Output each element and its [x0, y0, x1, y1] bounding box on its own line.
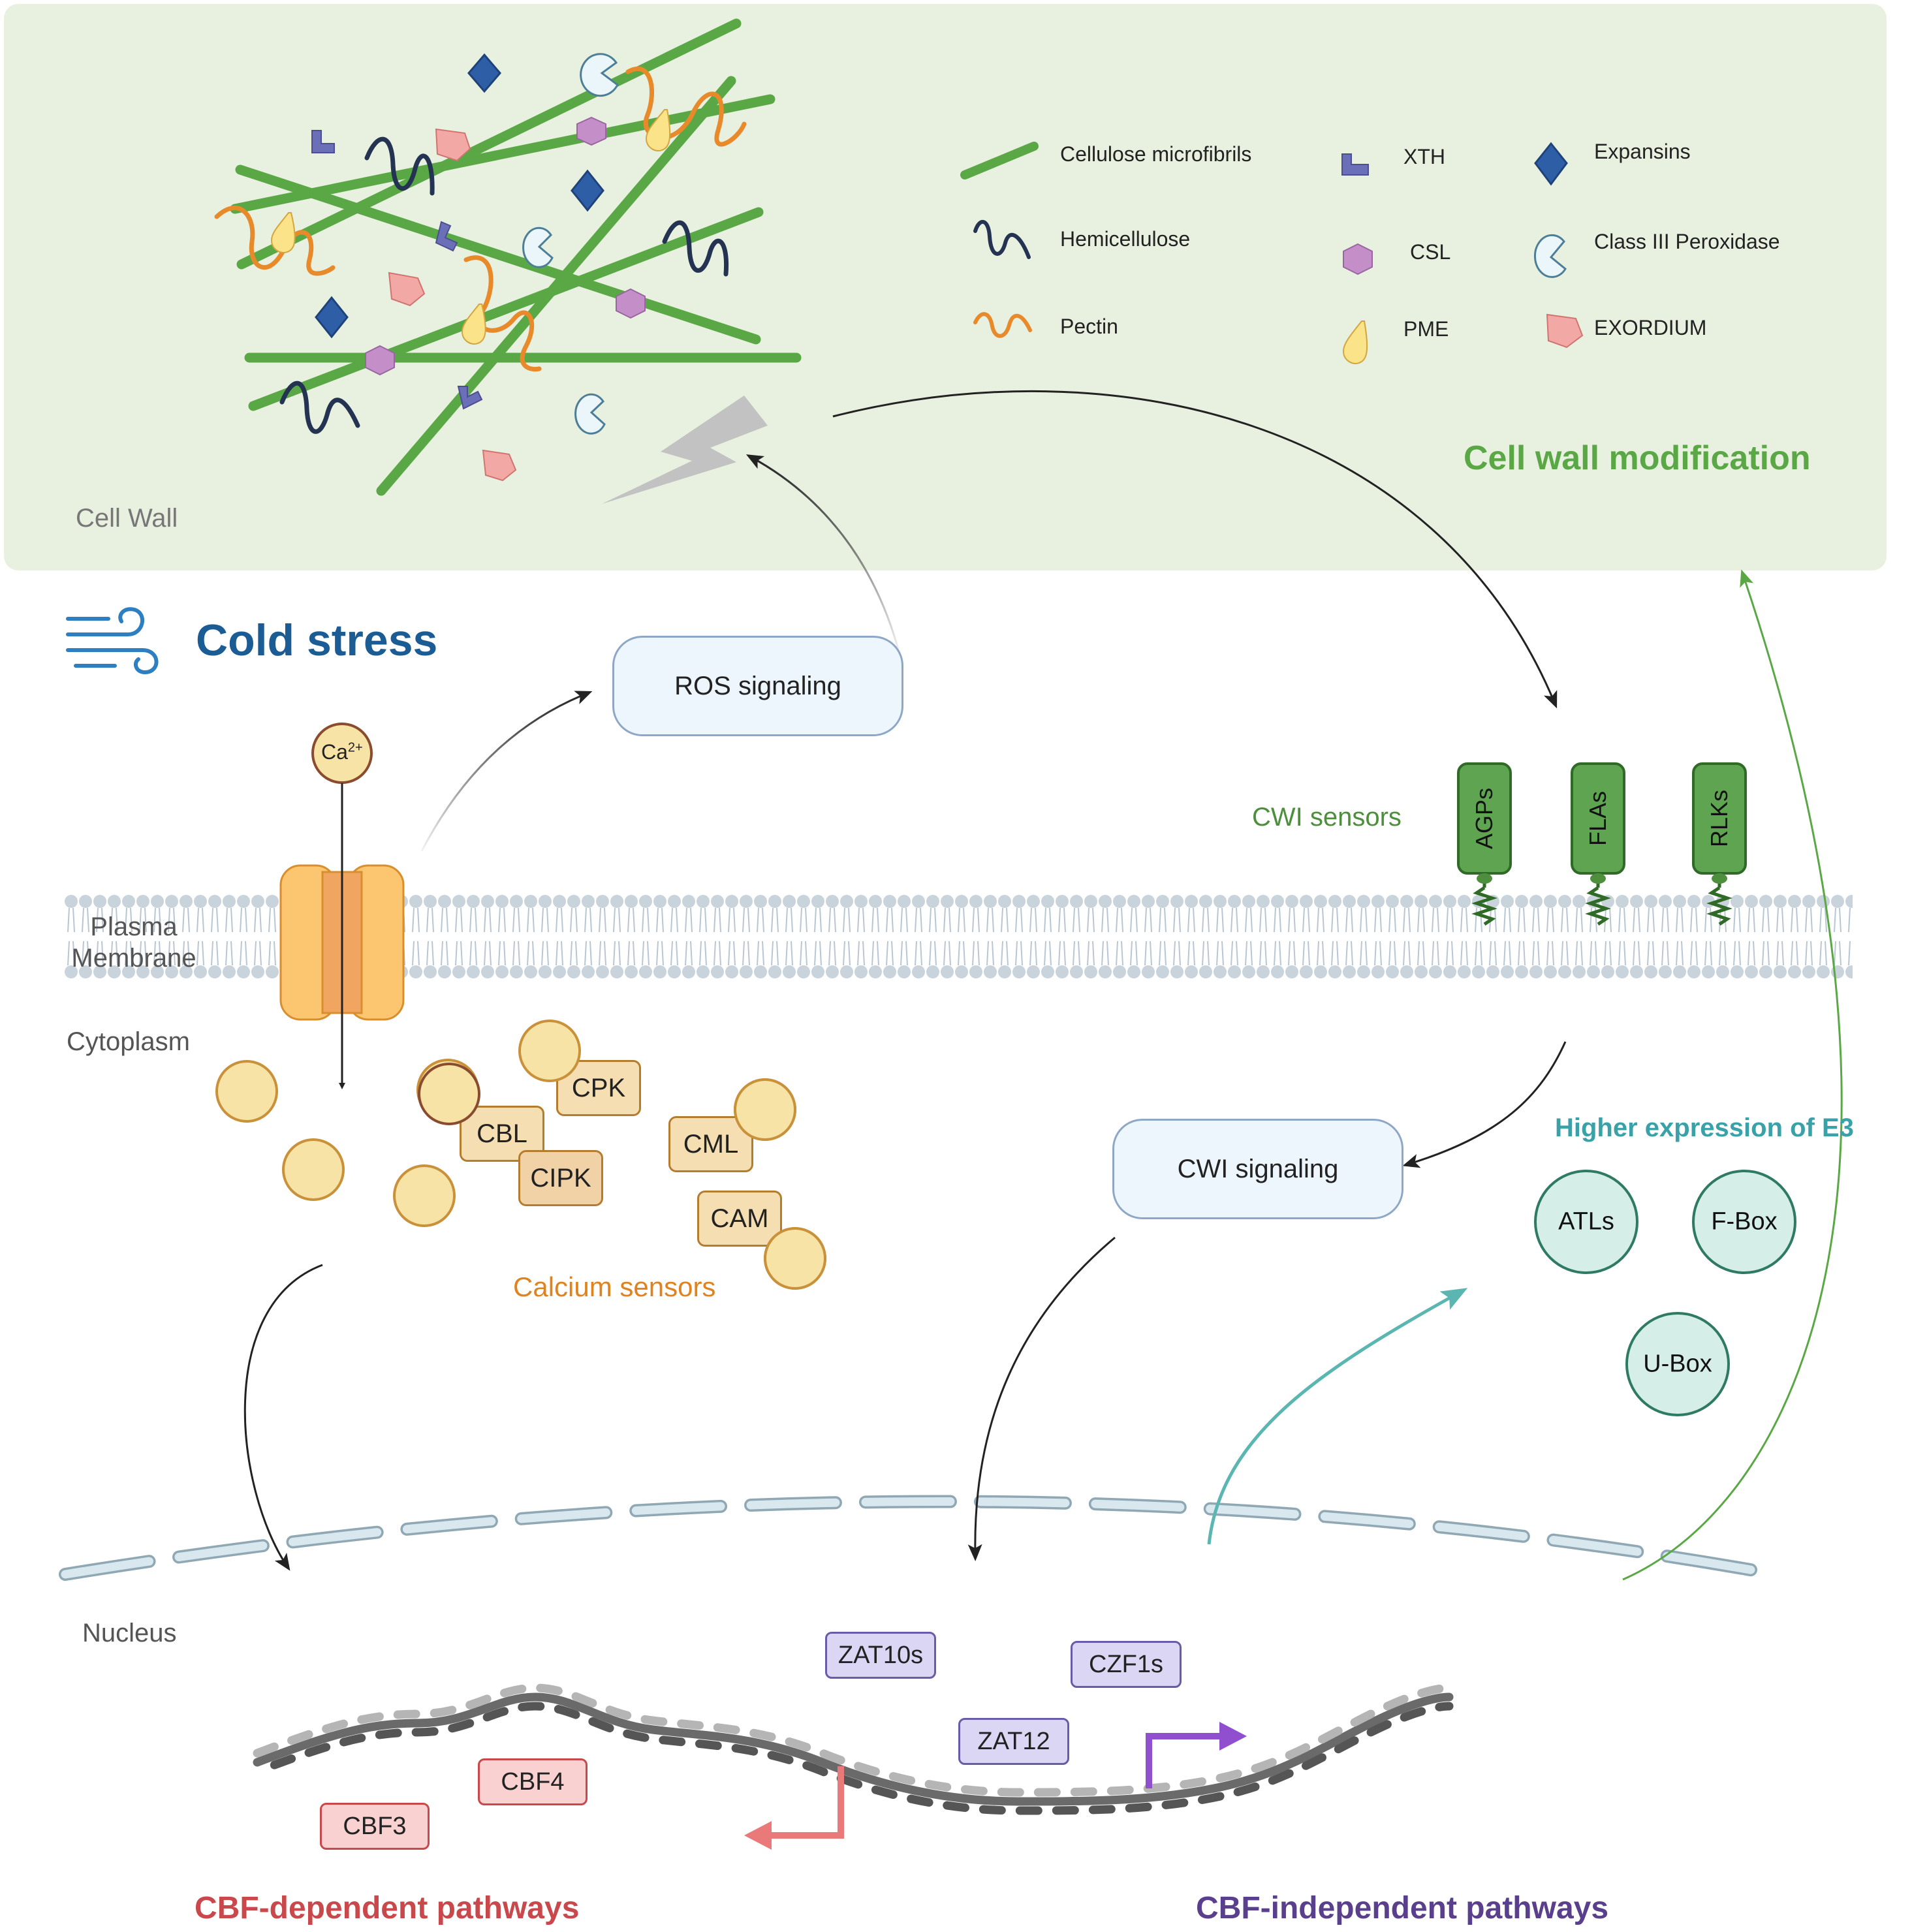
cwi-signaling-label: CWI signaling — [1177, 1154, 1339, 1183]
hemicellulose-strands — [279, 136, 729, 434]
cbf-transcription-arrowhead — [744, 1821, 772, 1850]
legend-label-hemicellulose: Hemicellulose — [1060, 227, 1191, 251]
cell-wall-region — [4, 4, 1887, 570]
xth-molecules — [311, 130, 483, 410]
cell-wall-modification-title: Cell wall modification — [1464, 439, 1811, 477]
legend-label-xth: XTH — [1403, 145, 1445, 168]
calcium-channel — [279, 864, 405, 1021]
cam-box: CAM — [697, 1191, 782, 1247]
expansin-diamond-icon — [1534, 142, 1568, 186]
lightning-bolt-icon — [602, 396, 768, 504]
pme-drop-icon — [1342, 320, 1368, 364]
csl-molecules — [365, 116, 646, 376]
plasma-membrane-line2: Membrane — [71, 944, 196, 973]
exordium-pentagon-icon — [1546, 313, 1584, 349]
calcium-ion-label: Ca2+ — [321, 740, 363, 764]
cbf-dependent-pathways-title: CBF-dependent pathways — [195, 1891, 580, 1925]
rlks-label: RLKs — [1706, 789, 1732, 848]
u-box-label: U-Box — [1643, 1350, 1712, 1378]
zat10s-box: ZAT10s — [825, 1632, 936, 1679]
nucleus-to-cell-wall-arrow — [1622, 569, 1843, 1581]
cold-stress-title: Cold stress — [196, 615, 438, 665]
peroxidase-molecules — [522, 53, 619, 435]
cellulose-network — [230, 18, 802, 496]
ros-signaling-label: ROS signaling — [674, 671, 841, 700]
expansin-molecules — [315, 53, 604, 339]
nuclear-envelope-inner — [61, 1497, 1774, 1579]
legend-label-csl: CSL — [1410, 240, 1451, 264]
ros-to-cell-wall-arrow — [745, 454, 901, 655]
independent-transcription-arrowhead — [1219, 1722, 1247, 1751]
legend-label-pectin: Pectin — [1060, 315, 1118, 338]
cell-wall-to-cwi-arrow — [832, 390, 1558, 709]
pectin-squiggle-icon — [973, 312, 1032, 338]
calcium-ion-icon — [311, 723, 373, 784]
legend-label-pme: PME — [1403, 317, 1449, 341]
independent-transcription-arrow — [1146, 1733, 1221, 1788]
cml-box: CML — [668, 1116, 753, 1172]
plasma-membrane-line1: Plasma — [90, 912, 178, 941]
nucleus-label: Nucleus — [82, 1619, 177, 1647]
cbf-independent-pathways-title: CBF-independent pathways — [1196, 1891, 1609, 1925]
czf1s-box: CZF1s — [1071, 1641, 1182, 1688]
csl-hexagon-icon — [1343, 243, 1373, 275]
legend-label-exordium: EXORDIUM — [1594, 316, 1707, 339]
f-box-label: F-Box — [1711, 1208, 1778, 1236]
hemicellulose-squiggle-icon — [973, 220, 1031, 259]
agps-label: AGPs — [1471, 787, 1497, 850]
dna-double-helix — [253, 1683, 1454, 1815]
cwi-sensors-label: CWI sensors — [1252, 803, 1402, 832]
cell-wall-label: Cell Wall — [76, 504, 178, 533]
legend-label-cellulose: Cellulose microfibrils — [1060, 142, 1252, 166]
legend-icons — [960, 142, 1584, 364]
cbf4-box: CBF4 — [478, 1758, 588, 1805]
legend-label-peroxidase: Class III Peroxidase — [1594, 230, 1780, 253]
channel-to-ros-arrow — [420, 691, 593, 852]
cwi-sensors-to-signaling-arrow — [1402, 1041, 1567, 1168]
sensor-agps — [1457, 762, 1512, 926]
calcium-to-nucleus-arrow — [243, 1264, 323, 1571]
cold-wind-icon — [66, 607, 159, 675]
e3-title: Higher expression of E3 — [1555, 1114, 1854, 1142]
calcium-sensors-label: Calcium sensors — [513, 1271, 716, 1302]
cwi-signaling-to-nucleus-arrow — [967, 1236, 1116, 1561]
cbf3-box: CBF3 — [320, 1803, 430, 1850]
e3-ligase-circles — [1534, 1170, 1796, 1416]
cbf-transcription-arrow — [768, 1766, 844, 1839]
atls-label: ATLs — [1558, 1208, 1614, 1236]
plasma-membrane-label: Plasma Membrane — [65, 911, 202, 974]
exordium-molecules — [388, 128, 517, 482]
xth-l-shape-icon — [1341, 153, 1369, 176]
cwi-signaling-box: CWI signaling — [1112, 1119, 1403, 1219]
legend-label-expansins: Expansins — [1594, 140, 1691, 163]
pme-molecules — [270, 109, 671, 345]
cpk-box: CPK — [556, 1060, 641, 1116]
peroxidase-pacman-icon — [1533, 234, 1567, 278]
nucleus-to-e3-arrow — [1207, 1288, 1468, 1545]
ros-signaling-box: ROS signaling — [612, 636, 903, 736]
cipk-box: CIPK — [518, 1150, 603, 1206]
cellulose-fibril-icon — [960, 142, 1039, 179]
sensor-flas — [1571, 762, 1625, 926]
sensor-rlks — [1692, 762, 1747, 926]
zat12-box: ZAT12 — [958, 1718, 1069, 1765]
cytoplasm-label: Cytoplasm — [67, 1027, 190, 1056]
flas-label: FLAs — [1584, 790, 1611, 847]
cwi-sensor-proteins — [1457, 762, 1747, 926]
